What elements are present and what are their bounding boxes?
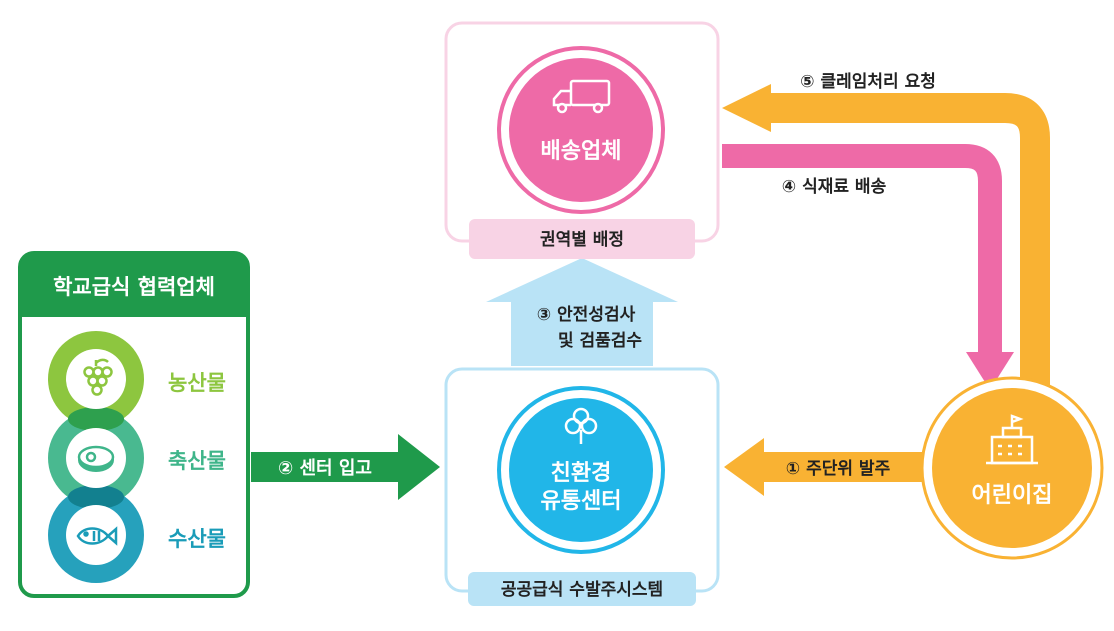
daycare-node: 어린이집: [920, 376, 1104, 560]
supplier-label-livestock: 축산물: [168, 449, 226, 473]
center-name-line2: 유통센터: [541, 489, 622, 514]
distribution-center-box: 친환경 유통센터 공공급식 수발주시스템: [444, 367, 720, 606]
fish-icon: [76, 526, 118, 546]
step-3-label-line1: ③ 안전성검사: [537, 305, 636, 325]
meat-icon: [77, 445, 115, 472]
supplier-panel-title: 학교급식 협력업체: [53, 275, 215, 299]
step-1-label: ① 주단위 발주: [786, 459, 891, 479]
delivery-name: 배송업체: [541, 139, 622, 164]
arrow-step-1: ① 주단위 발주: [724, 438, 922, 496]
step-2-label: ② 센터 입고: [278, 457, 372, 479]
daycare-name: 어린이집: [972, 483, 1053, 508]
delivery-footer: 권역별 배정: [540, 230, 624, 250]
step-5-label: ⑤ 클레임처리 요청: [800, 71, 936, 92]
clover-icon: [564, 407, 598, 444]
school-building-icon: [986, 414, 1038, 465]
supplier-label-agriculture: 농산물: [168, 371, 226, 395]
supplier-label-fishery: 수산물: [168, 527, 226, 551]
delivery-company-box: 배송업체 권역별 배정: [444, 21, 720, 259]
center-name-line1: 친환경: [551, 461, 612, 486]
center-footer: 공공급식 수발주시스템: [501, 580, 663, 600]
truck-icon: [552, 79, 611, 114]
arrow-step-2: ② 센터 입고: [251, 434, 440, 500]
supplier-panel: 학교급식 협력업체 농산물 축산물: [18, 251, 250, 598]
grapes-icon: [83, 358, 113, 396]
arrow-step-5: ⑤ 클레임처리 요청: [722, 71, 1050, 398]
arrow-step-4: ④ 식재료 배송: [722, 144, 1014, 390]
arrow-step-3: ③ 안전성검사 및 검품검수: [486, 258, 678, 366]
step-4-label: ④ 식재료 배송: [782, 177, 887, 197]
step-3-label-line2: 및 검품검수: [558, 331, 642, 351]
